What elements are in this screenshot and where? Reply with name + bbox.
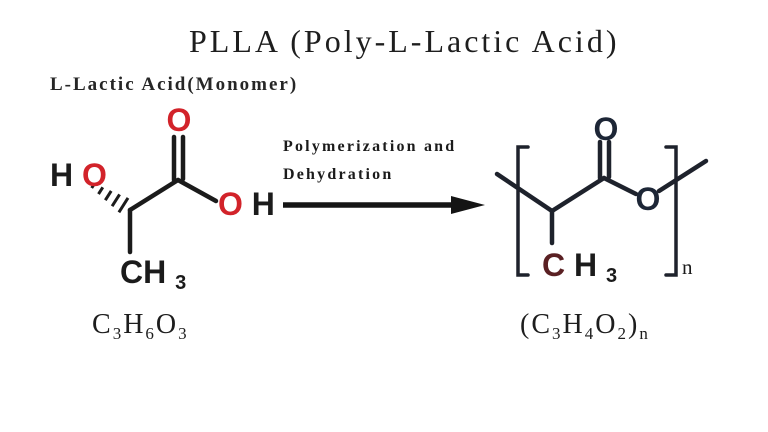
reaction-arrow [283, 196, 485, 214]
bond-carbonyl-to-ester-o [601, 175, 639, 197]
formula-segment: 4 [584, 324, 596, 343]
left-bracket [516, 145, 530, 277]
monomer-methyl-label: CH 3 [120, 254, 186, 294]
formula-segment: n [639, 324, 650, 343]
monomer-bonds [127, 134, 219, 255]
acid-o: O [218, 186, 243, 222]
hydroxyl-label: H O [50, 157, 107, 193]
polymer-bonds [494, 139, 709, 246]
formula-segment: H [123, 309, 146, 340]
bond-carbonyl-to-acid-oh [175, 177, 219, 204]
formula-segment: 3 [112, 324, 124, 343]
acid-oh-label: O H [218, 186, 275, 222]
formula-segment: 3 [552, 324, 563, 343]
hydroxyl-h: H [50, 157, 73, 193]
formula-segment: 3 [178, 324, 189, 343]
reaction-label: Polymerization and Dehydration [283, 133, 456, 189]
polymer-formula: (C3H4O2)n [520, 309, 650, 344]
bond-ch-to-carbonyl [549, 175, 607, 214]
formula-segment: C [92, 309, 113, 340]
formula-segment: ) [627, 309, 640, 340]
polymer-methyl-label: C H 3 [542, 247, 617, 287]
carbonyl-oxygen-label: O [167, 102, 192, 138]
hydroxyl-o: O [82, 157, 107, 193]
monomer-name-label: L-Lactic Acid(Monomer) [50, 74, 299, 95]
formula-segment: C [531, 309, 553, 340]
formula-segment: 6 [145, 324, 156, 343]
formula-segment: ( [520, 309, 532, 340]
chain-bond-in [494, 171, 555, 214]
polymer-methyl-subscript: 3 [606, 265, 617, 287]
polymer-carbonyl-oxygen-label: O [594, 111, 619, 147]
ester-oxygen-label: O [636, 181, 661, 217]
reaction-label-line2: Dehydration [283, 166, 394, 183]
repeat-count-subscript: n [682, 255, 693, 279]
hashed-wedge-bond [90, 182, 130, 214]
formula-segment: O [595, 309, 618, 340]
acid-h: H [252, 186, 275, 222]
polymer-structure: O O C H 3 n [494, 111, 709, 287]
formula-segment: H [562, 309, 585, 340]
bond-chiral-to-carbonyl [127, 177, 181, 213]
polymer-methyl-c: C [542, 247, 565, 283]
formula-segment: 2 [617, 324, 628, 343]
methyl-subscript: 3 [175, 272, 186, 294]
polymer-methyl-h: H [574, 247, 597, 283]
page-title: PLLA (Poly-L-Lactic Acid) [189, 23, 620, 59]
right-bracket [664, 145, 678, 277]
reaction-label-line1: Polymerization and [283, 138, 457, 155]
formula-segment: O [155, 309, 179, 340]
monomer-structure: H O O O H CH 3 [50, 102, 275, 294]
arrowhead [451, 196, 485, 214]
methyl-ch: CH [120, 254, 166, 290]
polymer-brackets [516, 145, 678, 277]
monomer-formula: C3H6O3 [92, 309, 189, 344]
chain-bond-out [656, 158, 709, 194]
